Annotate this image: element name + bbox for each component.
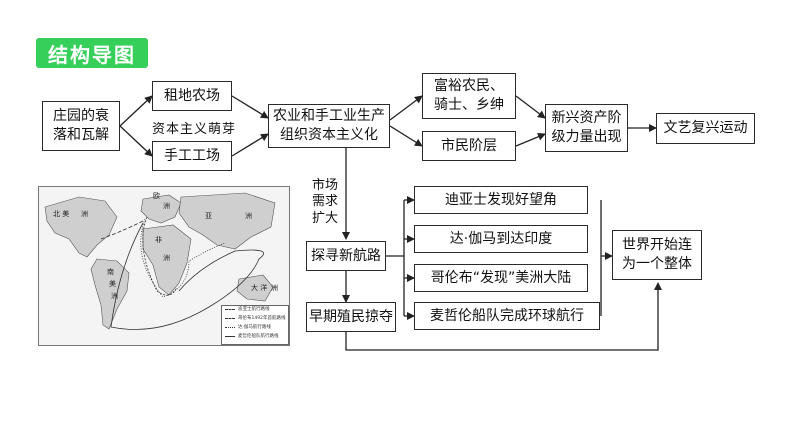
columbus-box: 哥伦布“发现”美洲大陆 bbox=[414, 264, 588, 292]
legend-gama: 达·伽马航行路线 bbox=[238, 325, 271, 330]
legend-swatch-magellan bbox=[225, 336, 235, 337]
map-label-oceania-a: 大 洋 bbox=[251, 284, 268, 292]
legend-swatch-gama bbox=[225, 327, 235, 328]
map-label-south-america-b: 美 bbox=[109, 280, 116, 288]
dias-route bbox=[142, 216, 178, 296]
south-america-shape bbox=[90, 258, 130, 330]
citizens-box: 市民阶层 bbox=[422, 131, 516, 161]
voyage-map: 欧 洲 北 美 洲 非 洲 亚 洲 南 美 洲 大 洋 洲 迪亚士航行路线 哥伦… bbox=[38, 186, 290, 346]
market-demand-label: 市场 需求 扩大 bbox=[311, 178, 338, 226]
explore-routes-box: 探寻新航路 bbox=[306, 241, 386, 271]
oceania-shape bbox=[236, 274, 274, 302]
asia-shape bbox=[178, 192, 276, 250]
map-label-south-america-c: 洲 bbox=[111, 292, 118, 300]
map-label-africa-b: 洲 bbox=[163, 254, 170, 262]
map-label-asia-b: 洲 bbox=[245, 212, 252, 220]
europe-shape bbox=[140, 194, 182, 224]
capitalism-bud-label: 资本主义萌芽 bbox=[152, 122, 237, 137]
gama-route bbox=[140, 218, 226, 298]
map-label-europe-b: 洲 bbox=[163, 202, 170, 210]
map-label-europe-a: 欧 bbox=[153, 192, 160, 200]
map-label-north-america-b: 洲 bbox=[81, 210, 88, 218]
legend-swatch-dias bbox=[225, 309, 235, 310]
colonial-plunder-box: 早期殖民掠夺 bbox=[306, 302, 396, 332]
legend-swatch-columbus bbox=[225, 318, 235, 319]
dias-box: 迪亚士发现好望角 bbox=[414, 186, 588, 214]
agri-capitalism-box: 农业和手工业生产 组织资本主义化 bbox=[268, 104, 390, 148]
magellan-route bbox=[110, 222, 264, 330]
handicraft-workshop-box: 手工工场 bbox=[152, 141, 232, 171]
manor-decline-box: 庄园的衰 落和瓦解 bbox=[42, 101, 120, 151]
section-title: 结构导图 bbox=[36, 38, 148, 68]
map-label-africa-a: 非 bbox=[155, 236, 162, 244]
legend-dias: 迪亚士航行路线 bbox=[238, 307, 270, 312]
map-label-oceania-b: 洲 bbox=[271, 284, 278, 292]
map-drawing bbox=[44, 192, 276, 330]
north-america-shape bbox=[44, 196, 118, 258]
map-legend: 迪亚士航行路线 哥伦布1492年首航路线 达·伽马航行路线 麦哲伦船队航行路线 bbox=[221, 305, 289, 345]
map-label-north-america-a: 北 美 bbox=[53, 210, 70, 218]
africa-shape bbox=[142, 224, 192, 296]
columbus-route bbox=[100, 220, 144, 240]
magellan-box: 麦哲伦船队完成环球航行 bbox=[414, 302, 600, 330]
legend-columbus: 哥伦布1492年首航路线 bbox=[238, 316, 286, 321]
new-bourgeois-box: 新兴资产阶 级力量出现 bbox=[545, 104, 628, 152]
legend-magellan: 麦哲伦船队航行路线 bbox=[238, 334, 279, 339]
map-label-south-america-a: 南 bbox=[107, 268, 114, 276]
gama-box: 达·伽马到达印度 bbox=[414, 225, 588, 253]
rent-farm-box: 租地农场 bbox=[152, 81, 232, 111]
renaissance-box: 文艺复兴运动 bbox=[656, 113, 755, 144]
world-whole-box: 世界开始连 为一个整体 bbox=[612, 230, 702, 280]
map-label-asia-a: 亚 bbox=[205, 212, 212, 220]
rich-farmers-box: 富裕农民、 骑士、乡绅 bbox=[422, 73, 516, 119]
